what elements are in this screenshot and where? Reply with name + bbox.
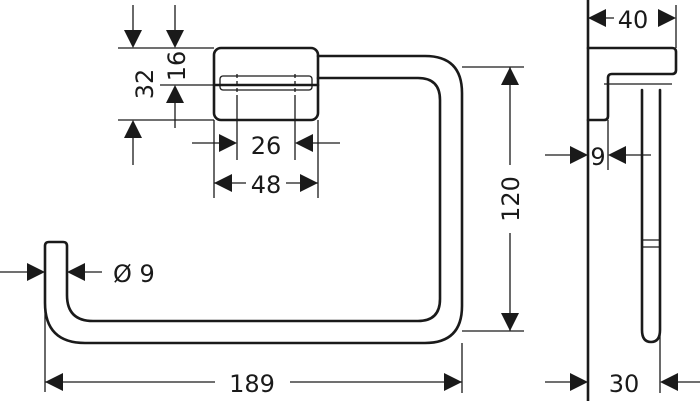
- arrowhead: [124, 120, 142, 138]
- dim-label-diameter-9: Ø 9: [113, 260, 155, 288]
- dim-label-16: 16: [163, 51, 191, 82]
- arrowhead: [166, 85, 184, 103]
- dim-label-48: 48: [251, 171, 282, 199]
- dimension-30: 30: [545, 330, 700, 398]
- arrowhead: [219, 134, 237, 152]
- dim-label-30: 30: [609, 370, 640, 398]
- arrowhead: [300, 174, 318, 192]
- dim-label-120: 120: [497, 176, 525, 222]
- arrowhead: [124, 30, 142, 48]
- side-mount-block: [586, 46, 678, 122]
- dim-label-side-9: 9: [590, 143, 605, 171]
- arrowhead: [295, 134, 313, 152]
- dim-label-32: 32: [131, 69, 159, 100]
- arrowhead: [608, 146, 626, 164]
- arrowhead: [166, 30, 184, 48]
- dim-label-26: 26: [251, 132, 282, 160]
- dim-label-189: 189: [229, 370, 275, 398]
- dimension-26: 26: [192, 96, 340, 160]
- side-ring-bar: [640, 88, 662, 344]
- arrowhead: [27, 263, 45, 281]
- arrowhead: [45, 373, 63, 391]
- towel-ring-front-view: [43, 46, 464, 345]
- dimension-48: 48: [213, 120, 319, 199]
- arrowhead: [658, 9, 676, 27]
- dimension-side-9: 9: [545, 120, 651, 171]
- arrowhead: [570, 146, 588, 164]
- arrowhead: [660, 373, 678, 391]
- dimension-189: 189: [45, 343, 463, 398]
- arrowhead: [67, 263, 85, 281]
- arrowhead: [501, 67, 519, 85]
- arrowhead: [588, 9, 606, 27]
- ring-outer-outline: [43, 54, 464, 345]
- dim-label-40: 40: [618, 6, 649, 34]
- dimension-40: 40: [588, 5, 677, 48]
- dimension-120: 120: [462, 66, 525, 332]
- dimension-diameter-9: Ø 9: [0, 255, 155, 392]
- mount-cover-cap: [219, 75, 313, 91]
- arrowhead: [214, 174, 232, 192]
- dimension-32-16: 32 16: [118, 5, 214, 165]
- towel-ring-side-view: [586, 0, 678, 401]
- arrowhead: [501, 313, 519, 331]
- arrowhead: [570, 373, 588, 391]
- arrowhead: [444, 373, 462, 391]
